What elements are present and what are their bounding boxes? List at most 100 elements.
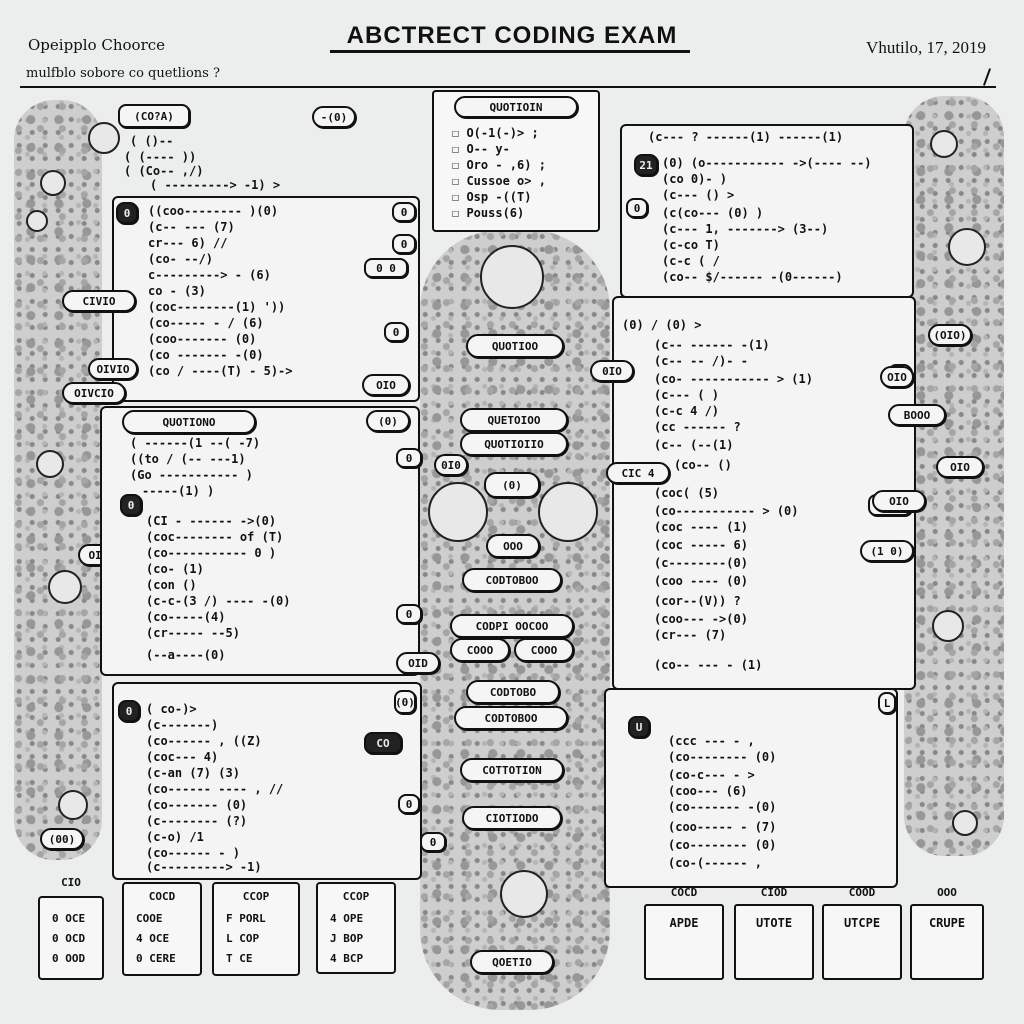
box-label: CRUPE xyxy=(928,916,966,930)
question-title-chip[interactable]: QUOTIOIN xyxy=(454,96,578,118)
answer-toggle[interactable]: CO xyxy=(364,732,402,754)
decor-circle xyxy=(500,870,548,918)
code-line: (coc( (5) xyxy=(654,486,720,500)
center-chip[interactable]: (0) xyxy=(484,472,540,498)
header-divider xyxy=(20,86,996,88)
code-line: (c-- (--(1) xyxy=(654,438,734,452)
answer-box[interactable]: CIOD UTOTE xyxy=(734,886,814,980)
code-line: (coo ---- (0) xyxy=(654,574,748,588)
side-chip[interactable]: OIO xyxy=(936,456,984,478)
answer-toggle[interactable]: 0 xyxy=(396,448,422,468)
answer-toggle[interactable]: 0 xyxy=(420,832,446,852)
connector-chip[interactable]: OID xyxy=(396,652,440,674)
code-line: (c-------) xyxy=(146,718,219,732)
center-chip[interactable]: CODPI OOCOO xyxy=(450,614,574,638)
decor-circle xyxy=(538,482,598,542)
panel-chip[interactable]: (0) xyxy=(394,690,416,714)
center-chip[interactable]: CIOTIODO xyxy=(462,806,562,830)
code-line: (c--- ( ) xyxy=(654,388,720,402)
option-6[interactable]: ☐ Pouss(6) xyxy=(452,206,525,220)
code-line: -----(1) ) xyxy=(142,484,215,498)
center-chip[interactable]: QUETOIOO xyxy=(460,408,568,432)
center-chip[interactable]: CODTOBOO xyxy=(454,706,568,730)
connector-chip[interactable]: 0IO xyxy=(590,360,634,382)
side-chip[interactable]: (OIO) xyxy=(928,324,972,346)
center-chip[interactable]: QUOTIOO xyxy=(466,334,564,358)
center-chip[interactable]: CODTOBO xyxy=(466,680,560,704)
code-line: (c-- -- /)- - xyxy=(654,354,748,368)
answer-toggle[interactable]: 0 xyxy=(392,234,416,254)
box-row: 4 BCP xyxy=(330,952,364,965)
code-line: (Go ----------- ) xyxy=(130,468,253,482)
answer-box[interactable]: COCD COOE 4 OCE 0 CERE xyxy=(122,882,202,976)
code-line: (co-- () xyxy=(674,458,732,472)
panel-chip[interactable]: L xyxy=(878,692,896,714)
center-chip[interactable]: OOO xyxy=(486,534,540,558)
side-chip[interactable]: (1 0) xyxy=(860,540,914,562)
side-chip[interactable]: OIVCIO xyxy=(62,382,126,404)
page-title: ABCTRECT CODING EXAM xyxy=(346,22,678,49)
center-chip[interactable]: COOO xyxy=(450,638,510,662)
center-chip[interactable]: CODTOBOO xyxy=(462,568,562,592)
box-row: 0 OCE xyxy=(52,912,86,925)
option-3[interactable]: ☐ Oro - ,6) ; xyxy=(452,158,546,172)
panel-title[interactable]: QUOTIONO xyxy=(122,410,256,434)
answer-toggle[interactable]: 0 xyxy=(392,202,416,222)
answer-toggle[interactable]: 0 xyxy=(626,198,648,218)
answer-toggle[interactable]: 0 xyxy=(384,322,408,342)
side-chip[interactable]: CIVIO xyxy=(62,290,136,312)
exam-type-label: Opeipplo Choorce xyxy=(28,36,166,54)
code-line: ( (Co-- ,/) xyxy=(124,164,204,178)
connector-chip[interactable]: OIO xyxy=(362,374,410,396)
answer-box[interactable]: COCD APDE xyxy=(644,886,724,980)
code-line: (c--- () > xyxy=(662,188,735,202)
code-line: (c(co--- (0) ) xyxy=(662,206,764,220)
side-chip[interactable]: OIVIO xyxy=(88,358,138,380)
question-number-badge: 0 xyxy=(120,494,142,516)
code-line: (coo--- (6) xyxy=(668,784,748,798)
center-chip[interactable]: COOO xyxy=(514,638,574,662)
code-panel-bottom-right: U L (ccc --- - , (co-------- (0) (co-c--… xyxy=(604,688,898,888)
center-chip[interactable]: QUOTIOIIO xyxy=(460,432,568,456)
option-5[interactable]: ☐ Osp -((T) xyxy=(452,190,532,204)
center-chip[interactable]: COTTOTION xyxy=(460,758,564,782)
answer-box[interactable]: COOD UTCPE xyxy=(822,886,902,980)
box-row: F PORL xyxy=(226,912,266,925)
code-line: (coo----- - (7) xyxy=(668,820,777,834)
panel-chip[interactable]: (0) xyxy=(366,410,410,432)
answer-box[interactable]: CCOP F PORL L COP T CE xyxy=(212,882,300,976)
code-line: ( ------(1 --( -7) xyxy=(130,436,261,450)
answer-toggle[interactable]: 0 xyxy=(396,604,422,624)
question-tag[interactable]: (CO?A) xyxy=(118,104,190,128)
connector-chip[interactable]: CIC 4 xyxy=(606,462,670,484)
side-chip[interactable]: OIO xyxy=(880,366,914,388)
decor-circle xyxy=(428,482,488,542)
code-line: (c-c ( / xyxy=(662,254,720,268)
answer-box[interactable]: OOO CRUPE xyxy=(910,886,984,980)
code-line: (c--- 1, -------> (3--) xyxy=(662,222,829,236)
question-answer-chip[interactable]: -(0) xyxy=(312,106,356,128)
code-line: ((to / (-- ---1) xyxy=(130,452,246,466)
side-chip[interactable]: (00) xyxy=(40,828,84,850)
decor-circle xyxy=(952,810,978,836)
center-chip[interactable]: QOETIO xyxy=(470,950,554,974)
code-line: (co------ ---- , // xyxy=(146,782,284,796)
side-chip[interactable]: OIO xyxy=(872,490,926,512)
answer-toggle[interactable]: 0 xyxy=(398,794,420,814)
connector-chip[interactable]: 0I0 xyxy=(434,454,468,476)
box-caption: CCOP xyxy=(342,890,370,903)
code-line: (cr--- (7) xyxy=(654,628,727,642)
option-1[interactable]: ☐ O(-1(-)> ; xyxy=(452,126,539,140)
code-line: co - (3) xyxy=(148,284,206,298)
code-line: (c-c-(3 /) ---- -(0) xyxy=(146,594,291,608)
answer-box[interactable]: CCOP 4 OPE J BOP 4 BCP xyxy=(316,882,396,974)
answer-box[interactable]: CIO 0 OCE 0 OCD 0 OOD xyxy=(38,876,104,980)
answer-toggle[interactable]: 0 0 xyxy=(364,258,408,278)
side-chip[interactable]: BOOO xyxy=(888,404,946,426)
code-line: (co------ , ((Z) xyxy=(146,734,262,748)
option-4[interactable]: ☐ Cussoe o> , xyxy=(452,174,546,188)
right-decor-column xyxy=(904,96,1004,856)
option-2[interactable]: ☐ O-- y- xyxy=(452,142,510,156)
question-number-badge: 0 xyxy=(116,202,138,224)
code-line: (co- --/) xyxy=(148,252,214,266)
